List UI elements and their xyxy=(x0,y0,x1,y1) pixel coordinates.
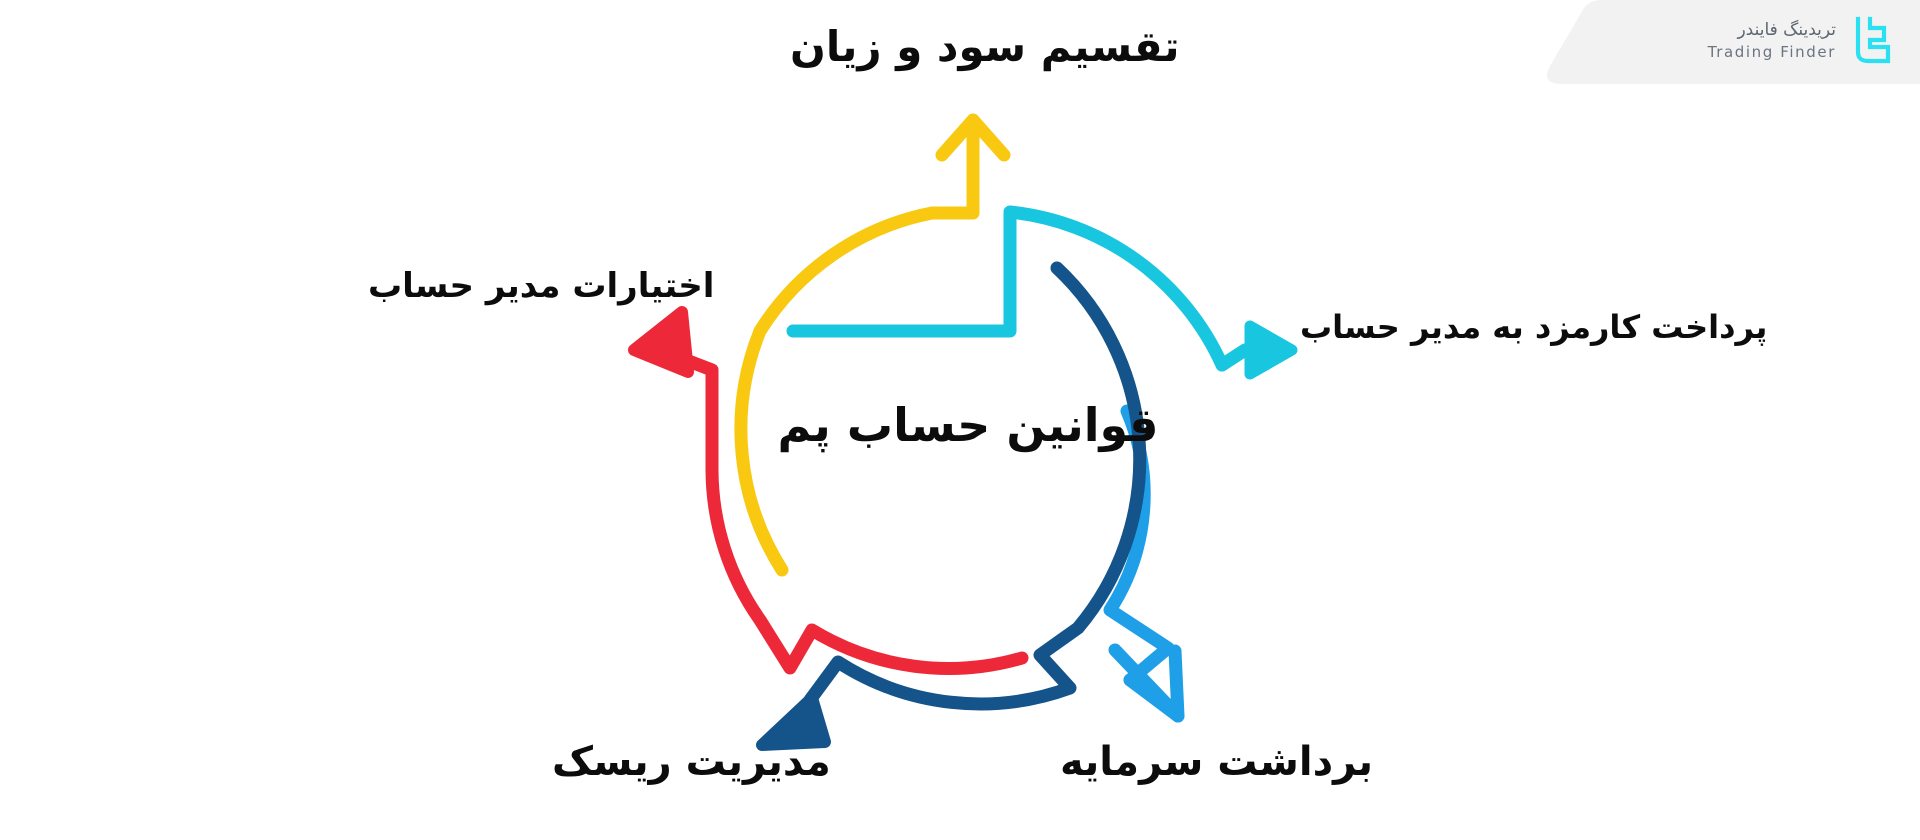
segment-label-capital-withdrawal: برداشت سرمایه xyxy=(1060,739,1374,785)
segment-label-manager-commission-payment: پرداخت کارمزد به مدیر حساب xyxy=(1300,308,1768,346)
arrowhead-navy-down-left xyxy=(756,692,831,751)
arrowhead-red-up-left xyxy=(628,306,694,378)
arrowhead-yellow-up xyxy=(935,113,1011,162)
arc-path-blue-stem xyxy=(1123,673,1185,723)
segment-label-risk-management: مدیریت ریسک xyxy=(552,739,831,785)
segment-label-profit-loss-distribution: تقسیم سود و زیان xyxy=(790,22,1180,71)
arc-path-red xyxy=(658,345,1029,675)
segment-label-account-manager-authorities: اختیارات مدیر حساب xyxy=(368,266,715,306)
segment-arc-account-manager-authorities xyxy=(628,306,1029,675)
arc-path-yellow xyxy=(734,116,980,577)
segment-arc-profit-loss-distribution xyxy=(734,113,1011,577)
arc-path-navy xyxy=(803,261,1147,711)
segment-arc-risk-management xyxy=(756,261,1147,751)
segment-arc-manager-commission-payment xyxy=(786,205,1298,380)
arrowhead-cyan-right xyxy=(1244,320,1298,380)
arc-path-cyan xyxy=(786,205,1229,372)
diagram-center-title: قوانین حساب پم xyxy=(777,398,1159,452)
